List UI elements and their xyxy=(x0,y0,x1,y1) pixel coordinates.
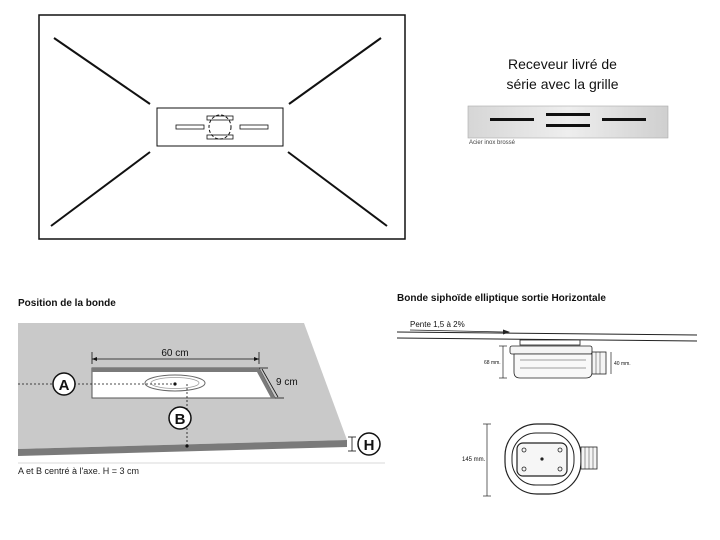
slope-label: Pente 1,5 à 2% xyxy=(410,320,465,329)
siphon-height-label: 68 mm. xyxy=(484,360,501,366)
width-label: 9 cm xyxy=(276,377,298,388)
grate-slot-right xyxy=(239,124,269,130)
caption-line-2: série avec la grille xyxy=(506,76,619,92)
marker-b-label: B xyxy=(175,411,186,428)
length-label: 60 cm xyxy=(161,348,188,359)
width-dimension-line xyxy=(261,368,279,398)
grille-slot-left xyxy=(490,118,534,121)
caption-block: Receveur livré de série avec la grille xyxy=(470,54,655,94)
marker-b-circle xyxy=(168,406,192,430)
tray-front-edge xyxy=(18,440,347,456)
grille-plate xyxy=(467,105,669,139)
slope-surface-top xyxy=(396,331,698,336)
drain-hole-icon xyxy=(144,374,206,392)
marker-a-label: A xyxy=(59,377,70,394)
siphon-depth-label: 145 mm. xyxy=(462,457,486,463)
slope-arrow xyxy=(409,329,506,333)
slope-line-bottom-left xyxy=(50,151,151,227)
marker-h-circle xyxy=(357,432,381,456)
grille-slot-right xyxy=(602,118,646,121)
bonde-position-note: A et B centré à l'axe. H = 3 cm xyxy=(18,466,140,476)
siphon-title: Bonde siphoïde elliptique sortie Horizon… xyxy=(397,293,606,304)
siphon-body-side xyxy=(509,345,593,355)
slope-line-bottom-right xyxy=(287,151,388,227)
siphon-outlet-side xyxy=(591,351,607,375)
caption-line-1: Receveur livré de xyxy=(508,56,617,72)
slope-surface-bottom xyxy=(396,337,698,342)
slope-line-top-left xyxy=(53,37,151,105)
slope-line-top-right xyxy=(288,37,382,105)
grille-material-label: Acier inox brossé xyxy=(469,140,516,146)
marker-h-label: H xyxy=(364,437,375,454)
grate-slot-left xyxy=(175,124,205,130)
bonde-position-title: Position de la bonde xyxy=(18,298,116,309)
grille-slot-center-bottom xyxy=(546,124,590,127)
marker-a-circle xyxy=(52,372,76,396)
grille-slot-center-top xyxy=(546,113,590,116)
siphon-outlet-label: 40 mm. xyxy=(614,361,631,367)
